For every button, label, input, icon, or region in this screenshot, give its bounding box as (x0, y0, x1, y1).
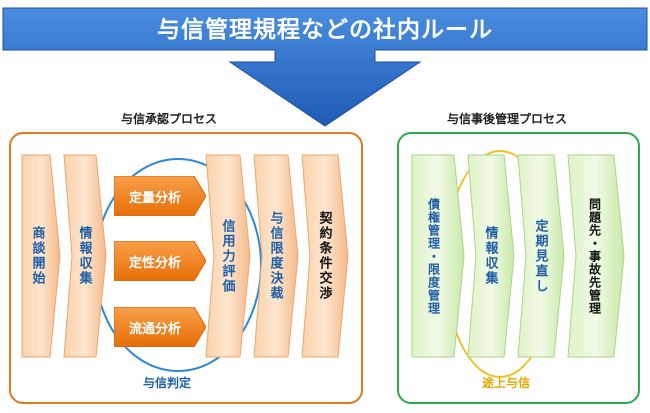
step-credit-eval-label: 信用力評価 (219, 218, 235, 294)
left-section-label: 与信承認プロセス (121, 112, 218, 126)
distribution-analysis-label: 流通分析 (128, 321, 181, 337)
step-limit-decision: 与信限度決裁 (253, 154, 299, 358)
step-deal-start: 商談開始 (21, 154, 61, 358)
step-contract-negotiation-label: 契約条件交渉 (316, 211, 332, 301)
step-problem-account-management-label: 問題先・事故先管理 (587, 197, 602, 315)
step-receivables-management: 債権管理・限度管理 (411, 154, 465, 358)
page-title: 与信管理規程などの社内ルール (157, 17, 493, 43)
step-problem-account-management: 問題先・事故先管理 (567, 154, 625, 358)
header-banner: 与信管理規程などの社内ルール (0, 0, 650, 130)
step-receivables-management-label: 債権管理・限度管理 (426, 197, 441, 315)
quantitative-analysis: 定量分析 (114, 176, 206, 216)
step-credit-eval: 信用力評価 (205, 154, 251, 358)
quantitative-analysis-label: 定量分析 (128, 190, 181, 206)
step-periodic-review: 定期見直し (517, 154, 565, 358)
step-info-collect: 情報収集 (63, 154, 107, 358)
step-periodic-review-label: 定期見直し (532, 218, 548, 294)
step-limit-decision-label: 与信限度決裁 (267, 211, 283, 301)
qualitative-analysis-label: 定性分析 (128, 255, 181, 271)
distribution-analysis: 流通分析 (114, 307, 206, 347)
banner-arrow-shape (2, 7, 648, 127)
step-deal-start-label: 商談開始 (29, 226, 45, 286)
right-section-label: 与信事後管理プロセス (447, 112, 568, 126)
ongoing-credit-caption: 途上与信 (482, 376, 531, 390)
step-info-collect-label: 情報収集 (76, 226, 92, 286)
step-info-collect-post: 情報収集 (467, 154, 515, 358)
credit-judgement-caption: 与信判定 (143, 376, 192, 390)
qualitative-analysis: 定性分析 (114, 241, 206, 281)
step-info-collect-post-label: 情報収集 (482, 226, 498, 286)
step-contract-negotiation: 契約条件交渉 (301, 154, 349, 358)
